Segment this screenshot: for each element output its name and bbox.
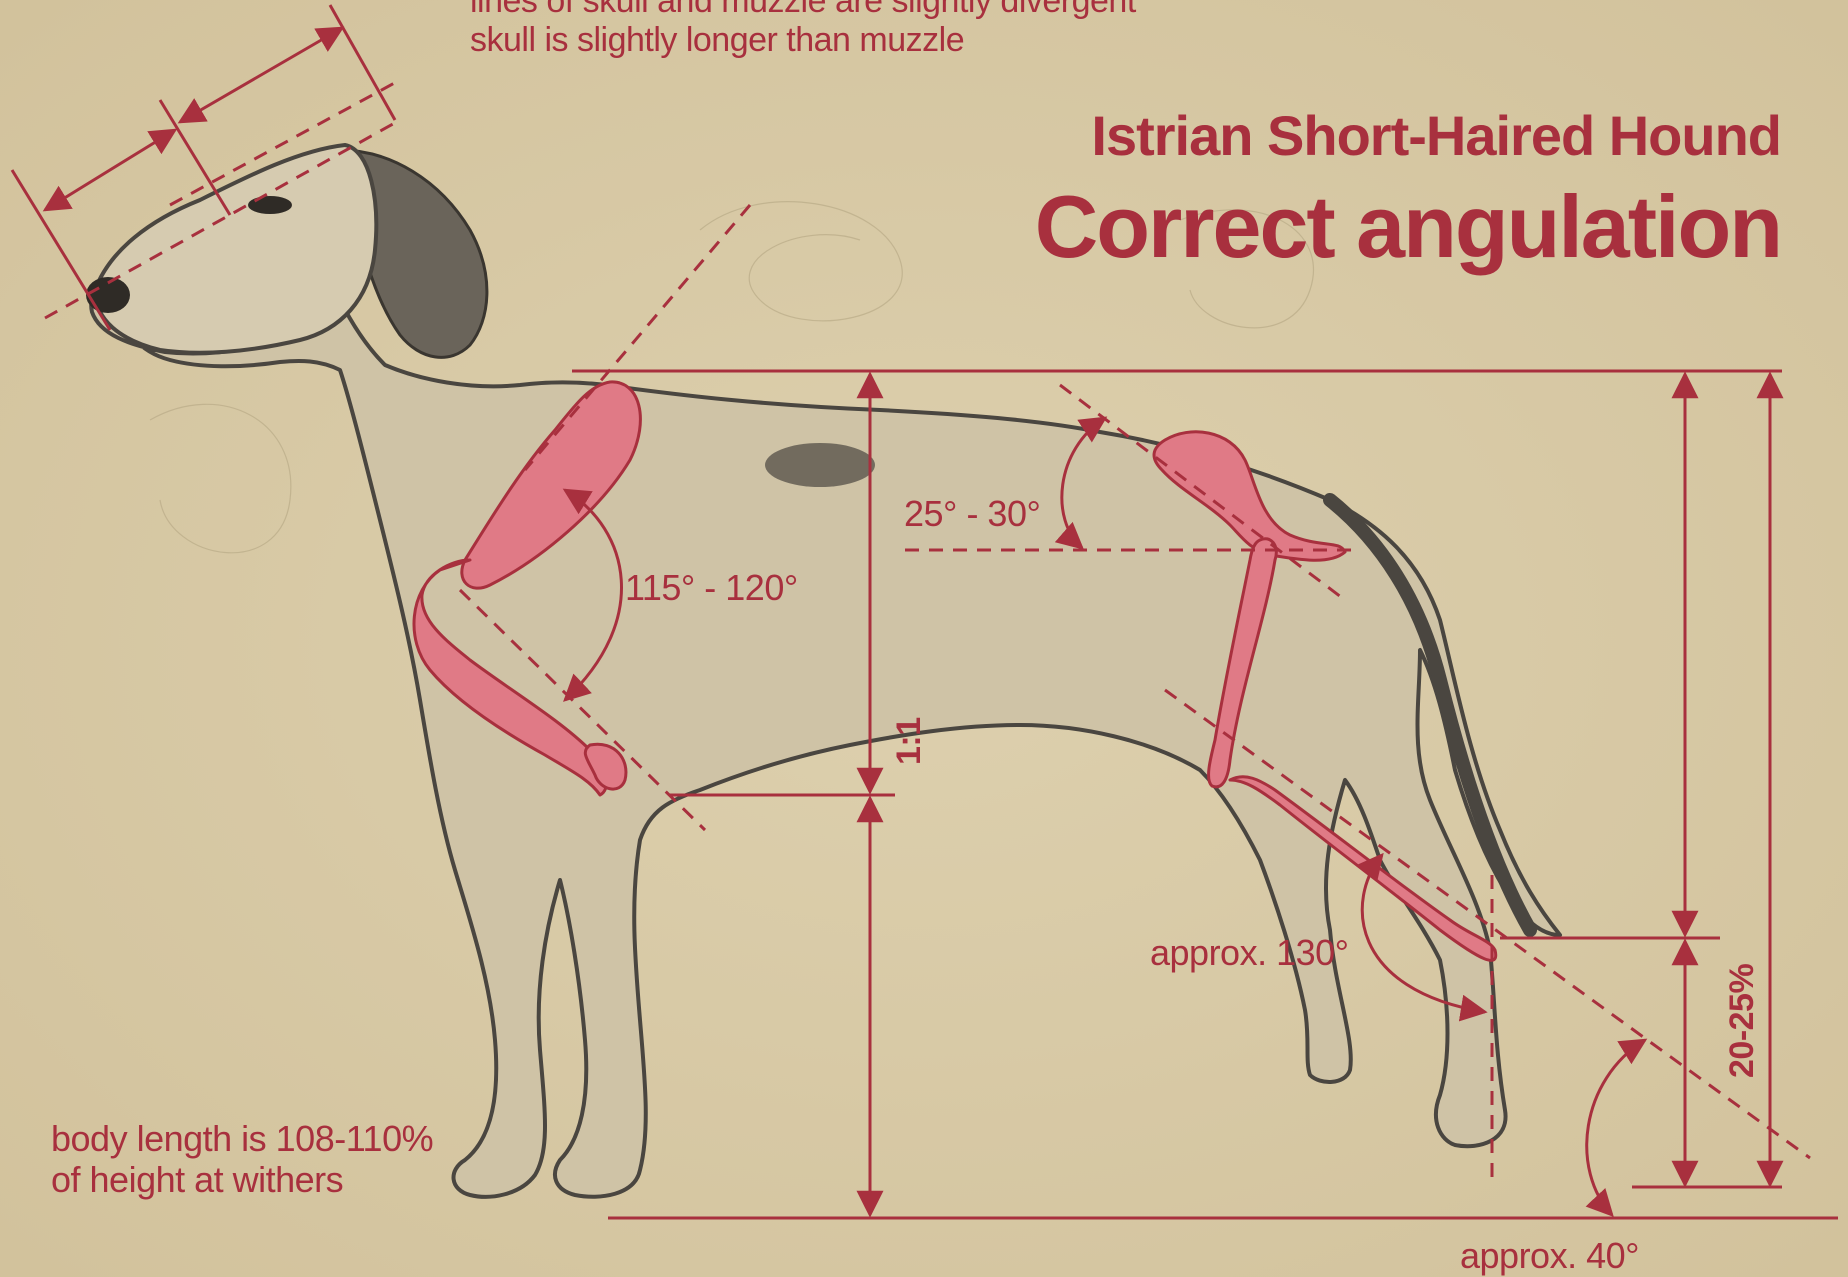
hock-angle-label: approx. 130°: [1150, 932, 1349, 973]
breed-title: Istrian Short-Haired Hound: [1091, 104, 1781, 168]
height-ratio-label: 1:1: [890, 717, 929, 765]
shoulder-angle-label: 115° - 120°: [625, 567, 798, 608]
skull-note: lines of skull and muzzle are slightly d…: [470, 0, 1136, 60]
body-note-line-1: body length is 108-110%: [51, 1118, 433, 1159]
dog-spot: [765, 443, 875, 487]
page-title: Correct angulation: [1035, 176, 1781, 277]
pastern-angle-label: approx. 40°: [1460, 1235, 1639, 1276]
dog-eye: [248, 196, 292, 214]
body-note-line-2: of height at withers: [51, 1159, 433, 1200]
body-length-note: body length is 108-110% of height at wit…: [51, 1118, 433, 1201]
pelvis-angle-label: 25° - 30°: [904, 493, 1040, 534]
hock-ratio-label: 20-25%: [1723, 964, 1762, 1078]
skull-note-line-2: skull is slightly longer than muzzle: [470, 21, 1136, 60]
skull-note-line-1: lines of skull and muzzle are slightly d…: [470, 0, 1136, 21]
